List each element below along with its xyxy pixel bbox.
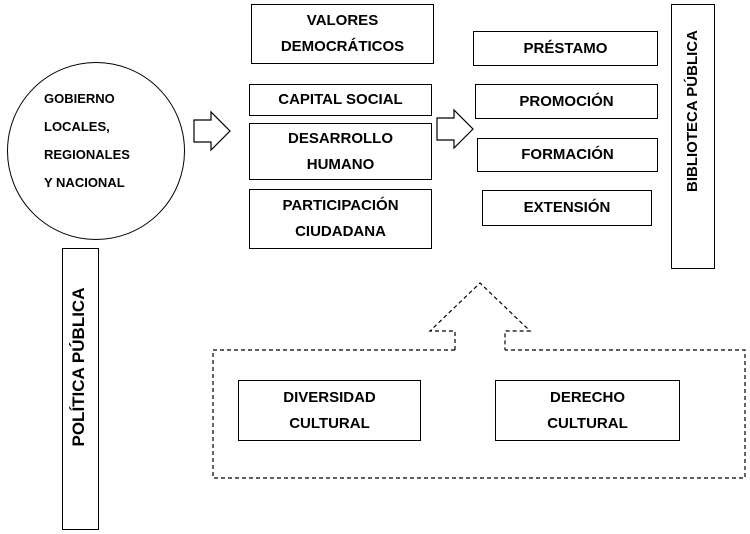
human-development-line-1: DESARROLLO [288,129,393,147]
government-line-2: LOCALES, [44,119,110,134]
service-loan-label: PRÉSTAMO [523,39,608,57]
government-circle [7,62,185,240]
cultural-right-box: DERECHO CULTURAL [495,380,680,441]
dashed-up-arrow [428,282,532,350]
human-development-box: DESARROLLO HUMANO [249,123,432,180]
citizen-participation-line-1: PARTICIPACIÓN [282,197,399,214]
social-capital-label: CAPITAL SOCIAL [278,91,403,108]
service-promotion-box: PROMOCIÓN [475,84,658,119]
citizen-participation-line-2: CIUDADANA [295,223,386,240]
cultural-right-line-1: DERECHO [549,388,625,406]
citizen-participation-box: PARTICIPACIÓN CIUDADANA [249,189,432,249]
social-capital-box: CAPITAL SOCIAL [249,84,432,116]
policy-box [62,248,99,530]
service-loan-box: PRÉSTAMO [473,31,658,66]
democratic-values-line-2: DEMOCRÁTICOS [280,38,405,55]
service-training-label: FORMACIÓN [521,146,614,163]
cultural-diversity-box: DIVERSIDAD CULTURAL [238,380,421,441]
democratic-values-box: VALORES DEMOCRÁTICOS [251,4,434,64]
service-extension-box: EXTENSIÓN [482,190,652,226]
democratic-values-line-1: VALORES [306,12,379,29]
service-extension-label: EXTENSIÓN [523,199,611,216]
service-training-box: FORMACIÓN [477,138,658,172]
human-development-line-2: HUMANO [306,155,375,173]
right-arrow-2 [436,108,474,150]
service-promotion-label: PROMOCIÓN [519,92,614,110]
library-label: BIBLIOTECA PÚBLICA [684,30,701,192]
right-arrow-1 [193,110,231,152]
cultural-diversity-line-2: CULTURAL [289,414,370,432]
cultural-right-line-2: CULTURAL [547,414,628,432]
policy-label: POLÍTICA PÚBLICA [69,287,88,447]
library-box [671,4,715,269]
cultural-diversity-line-1: DIVERSIDAD [283,388,376,406]
government-line-3: REGIONALES [44,147,130,162]
government-line-4: Y NACIONAL [44,175,125,190]
government-label: GOBIERNO LOCALES, REGIONALES Y NACIONAL [44,85,130,197]
government-line-1: GOBIERNO [44,91,115,106]
